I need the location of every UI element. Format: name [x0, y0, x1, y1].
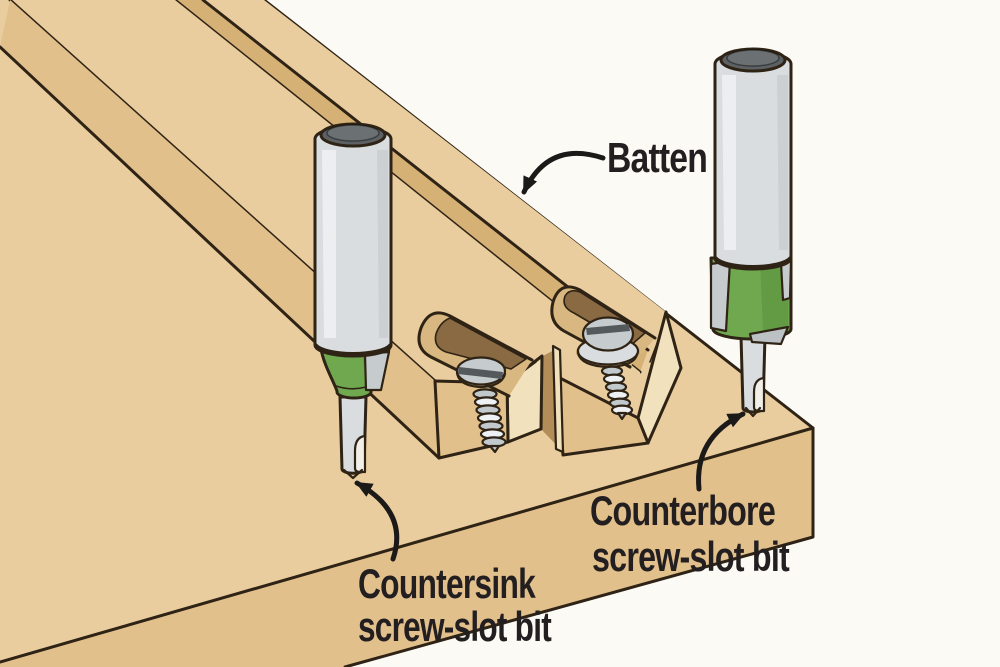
countersink-rim-outline: [417, 311, 534, 398]
pilot-tip: [744, 406, 762, 418]
shank-highlight: [722, 75, 736, 250]
countersink-arrow: [354, 480, 400, 562]
countersink-label-line2: screw-slot bit: [358, 603, 552, 650]
batten-label: Batten: [607, 134, 707, 181]
cutter-flute-sliver: [779, 259, 793, 302]
cap-inner-ring: [726, 49, 780, 67]
cutter-bottom-bevel: [748, 325, 790, 346]
countersink-recess-shadow: [434, 317, 527, 370]
pilot-flute-notch: [353, 434, 367, 474]
screw-head-slot: [458, 367, 503, 379]
shank-shade: [777, 75, 788, 250]
pilot-flute-notch: [752, 376, 766, 413]
screw-head-rim: [455, 371, 507, 389]
counterbore-arrow: [696, 411, 746, 492]
shank-bottom-rim: [714, 256, 792, 268]
counterbore-left-cut-face: [551, 344, 565, 454]
countersink-label-line1: Countersink: [358, 560, 536, 607]
cap-inner-ring: [326, 124, 380, 142]
counterbore-label-line2: screw-slot bit: [592, 533, 790, 580]
cutting-edge-line: [335, 385, 367, 390]
counterbore-slot-section: [550, 285, 683, 457]
screw-tip: [616, 411, 628, 421]
flathead-screw: [455, 356, 507, 454]
screw-threads: [472, 388, 507, 454]
annotations: Batten Countersink screw-slot bit Counte…: [354, 134, 791, 650]
screw-threads: [600, 365, 634, 421]
batten-arrow: [521, 150, 606, 195]
shank-shade: [377, 150, 388, 338]
cutter-flute-face: [709, 259, 732, 333]
counterbore-label-line1: Counterbore: [590, 487, 775, 534]
board-edge-outline: [343, 426, 815, 667]
cut-face-groove-mark: [649, 340, 659, 363]
roundhead-screw: [576, 316, 640, 421]
pilot-tip: [342, 468, 364, 480]
counterbore-bit: [709, 47, 793, 418]
countersink-slot-section: [417, 311, 544, 460]
countersink-bit: [313, 122, 393, 480]
counterbore-rim-outline: [550, 285, 657, 369]
batten-rail-top-face: [203, 0, 666, 350]
screw-head-slot: [586, 324, 630, 335]
shank-bottom-rim: [314, 343, 392, 355]
screw-tip: [488, 444, 501, 454]
shank-highlight: [322, 150, 336, 338]
